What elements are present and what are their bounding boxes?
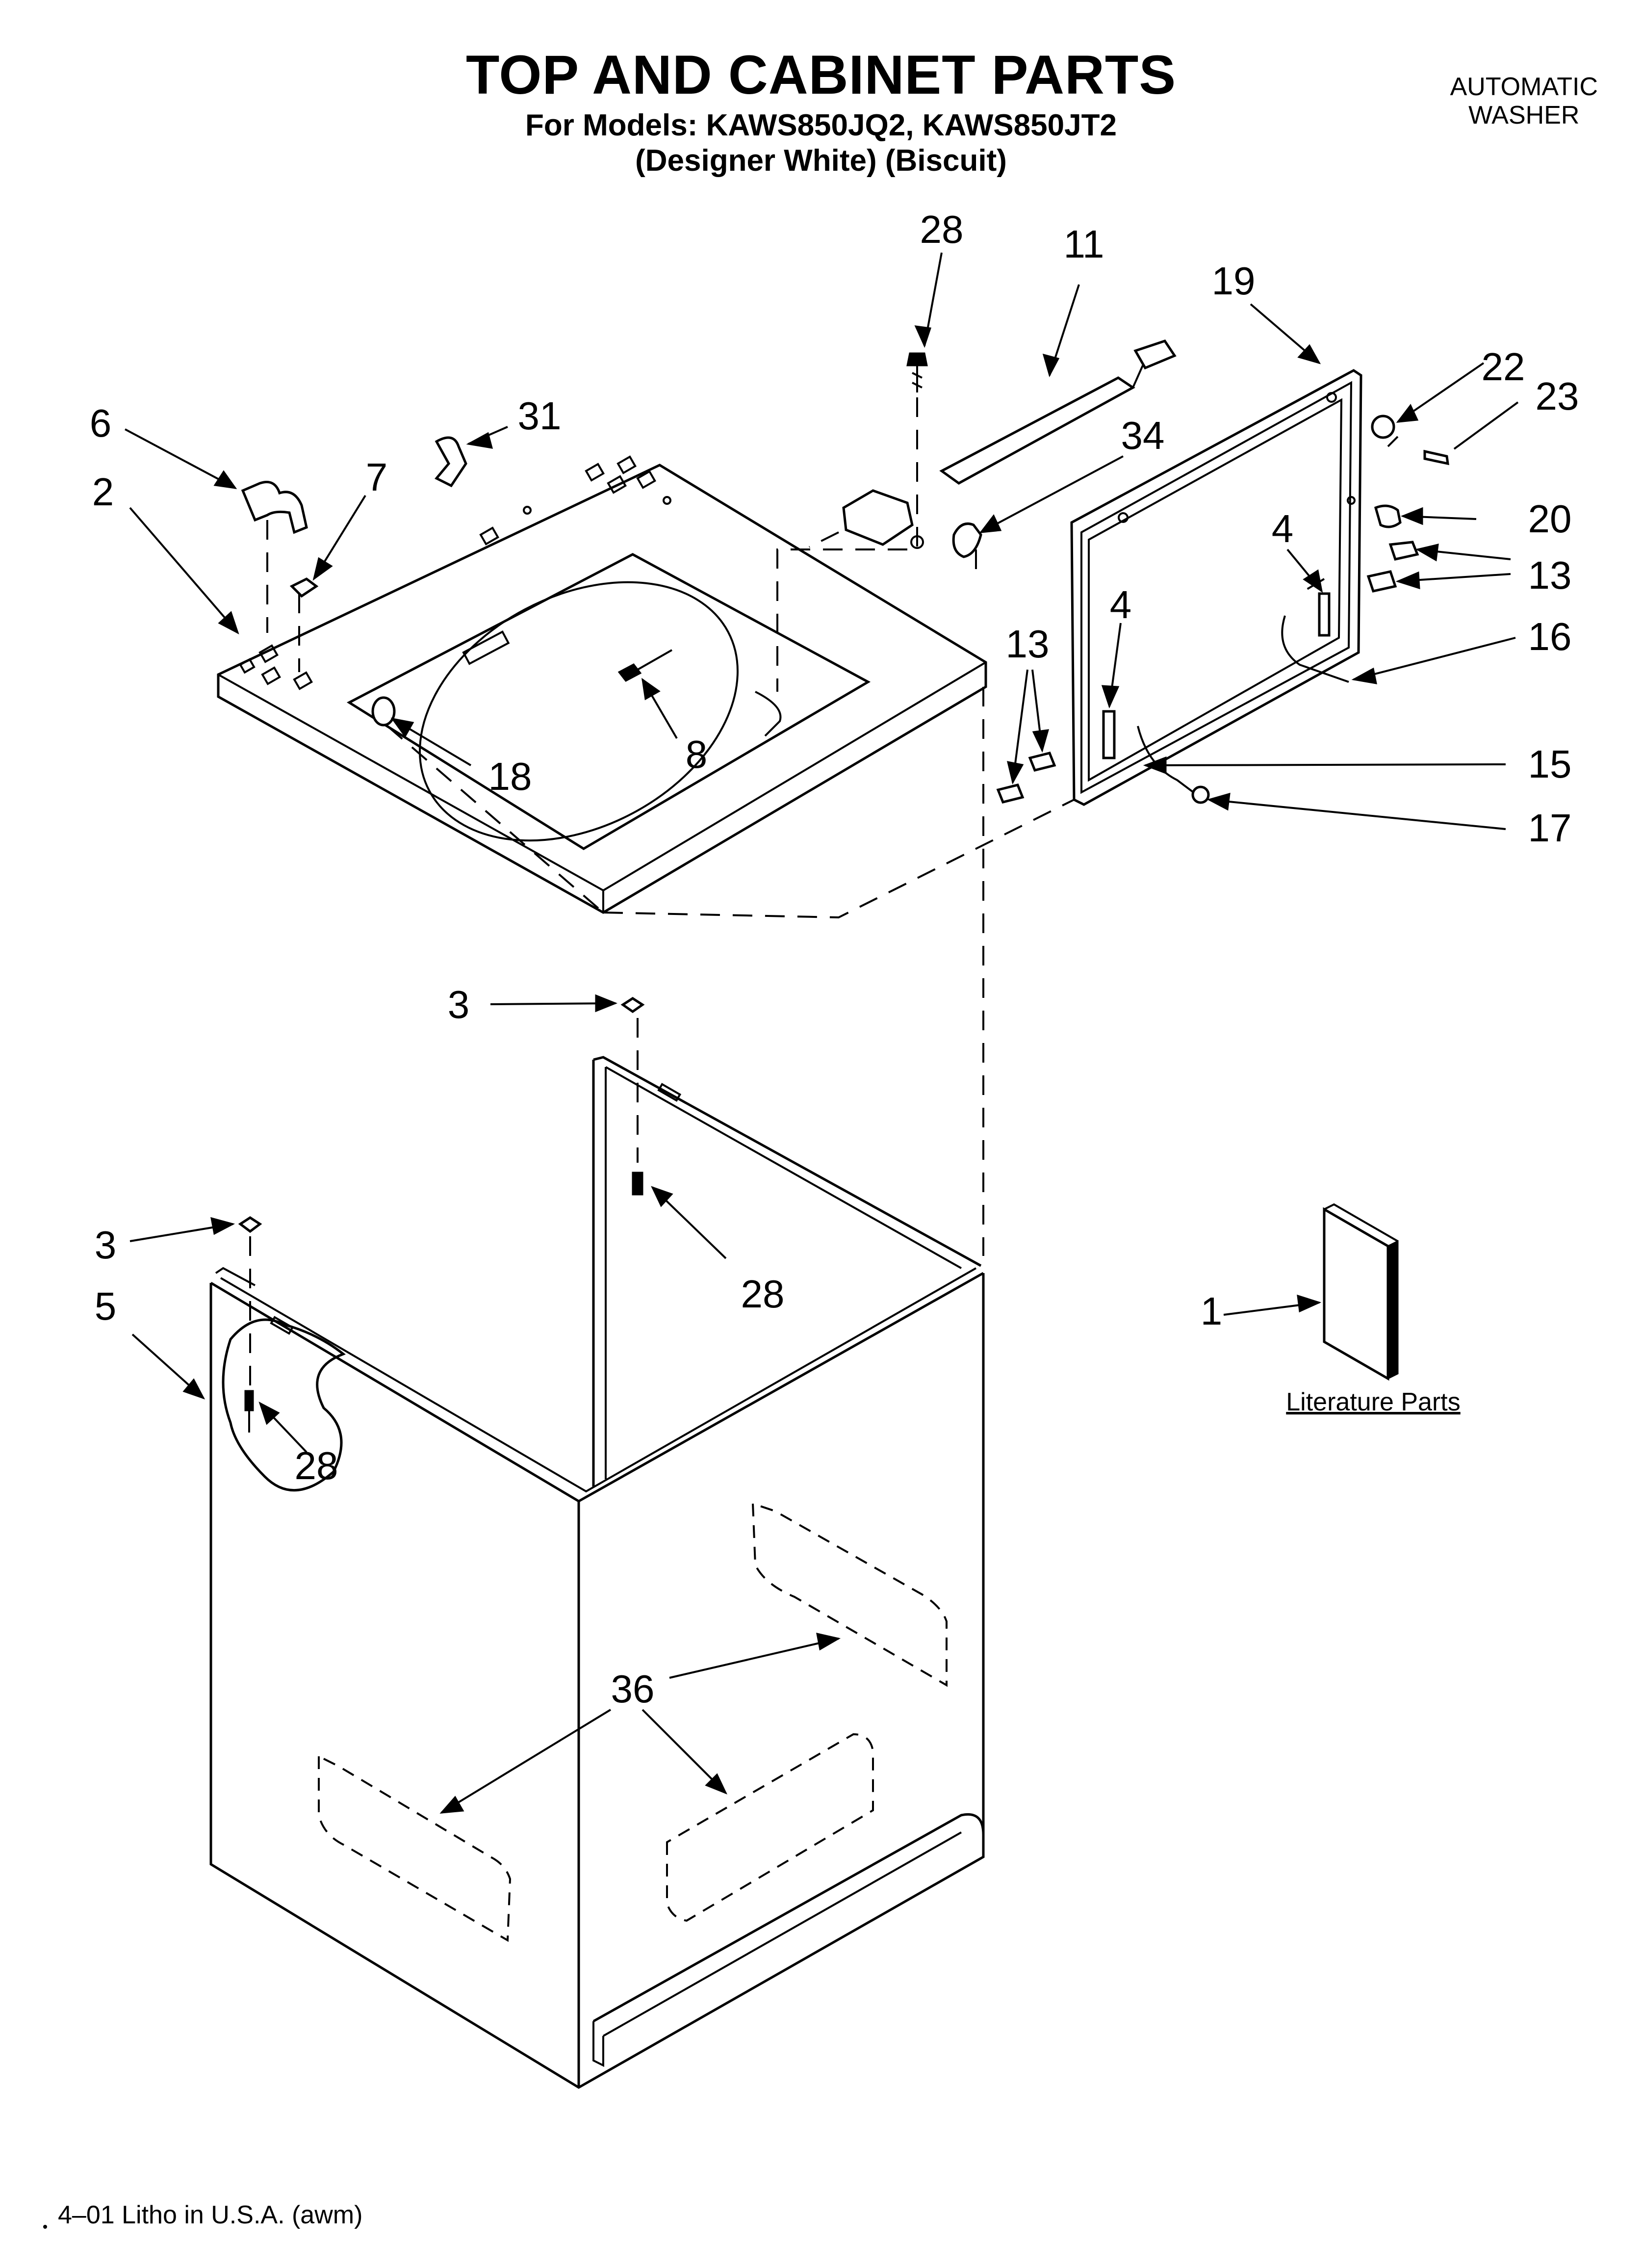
part-4-clip-right xyxy=(1318,592,1331,637)
callout-4-left: 4 xyxy=(1110,583,1132,626)
callout-19: 19 xyxy=(1212,259,1256,303)
part-7-clip xyxy=(289,577,319,598)
part-17-nut xyxy=(1191,785,1210,804)
callout-3-upper: 3 xyxy=(448,983,470,1026)
part-20-knob xyxy=(1374,504,1402,528)
callout-3-lower: 3 xyxy=(95,1223,117,1267)
literature-booklet xyxy=(1323,1203,1399,1381)
console-frame xyxy=(1070,369,1362,806)
page-title: TOP AND CABINET PARTS xyxy=(465,44,1177,105)
callout-23: 23 xyxy=(1536,374,1579,418)
part-31-clip xyxy=(435,436,467,488)
callout-28-mid: 28 xyxy=(741,1272,785,1316)
category-line-1: AUTOMATIC xyxy=(1450,73,1598,101)
part-13-screw-right-a xyxy=(1388,541,1419,561)
literature-parts-label: Literature Parts xyxy=(1286,1388,1461,1416)
part-23-pin xyxy=(1423,449,1449,466)
callout-31: 31 xyxy=(518,394,562,438)
callout-22: 22 xyxy=(1482,345,1525,389)
colors-line: (Designer White) (Biscuit) xyxy=(635,144,1007,178)
part-3-clip-upper xyxy=(620,997,645,1014)
callout-5: 5 xyxy=(95,1284,117,1328)
callout-6: 6 xyxy=(90,401,112,445)
callout-2: 2 xyxy=(92,470,114,514)
callout-36: 36 xyxy=(611,1667,655,1711)
part-4-clip-left xyxy=(1102,710,1116,759)
callout-4-right: 4 xyxy=(1272,507,1294,550)
callout-28-low: 28 xyxy=(295,1444,338,1487)
part-6-bracket xyxy=(241,481,308,534)
callout-numbers: 28 11 19 22 23 34 20 4 13 16 13 4 15 17 … xyxy=(90,208,1579,1711)
part-22-washer xyxy=(1371,415,1395,439)
callout-28-top: 28 xyxy=(920,208,964,251)
part-13-screw-right-b xyxy=(1366,570,1397,593)
part-13-screw-left-a xyxy=(1028,752,1056,772)
part-13-screw-left-b xyxy=(996,783,1025,804)
part-28-screw-top xyxy=(906,352,928,366)
callout-11: 11 xyxy=(1063,222,1104,266)
leader-lines xyxy=(125,252,1519,1814)
cabinet xyxy=(209,1056,985,2089)
top-panel xyxy=(217,455,987,914)
category-line-2: WASHER xyxy=(1468,101,1580,130)
callout-17: 17 xyxy=(1528,806,1572,850)
callout-18: 18 xyxy=(488,755,532,798)
appliance-category: AUTOMATIC WASHER xyxy=(1450,73,1598,130)
callout-34: 34 xyxy=(1121,414,1165,457)
callout-15: 15 xyxy=(1528,742,1572,786)
leader-arrowheads xyxy=(182,325,1439,1814)
part-34-cap xyxy=(952,522,982,558)
part-16-wire xyxy=(1281,615,1349,683)
insulation-pads xyxy=(318,1502,948,1942)
models-line: For Models: KAWS850JQ2, KAWS850JT2 xyxy=(525,108,1117,142)
callout-20: 20 xyxy=(1528,497,1572,541)
callout-13-right: 13 xyxy=(1528,553,1572,597)
callout-13-left: 13 xyxy=(1006,622,1050,666)
footer-bullet xyxy=(43,2225,47,2229)
part-28-screw-mid xyxy=(632,1172,643,1196)
callout-16: 16 xyxy=(1528,615,1572,658)
switch-assembly xyxy=(842,489,914,546)
callout-7: 7 xyxy=(366,455,388,499)
assembly-lines xyxy=(249,397,1399,1388)
footer-print-info: 4–01 Litho in U.S.A. (awm) xyxy=(58,2201,363,2229)
callout-8: 8 xyxy=(686,732,708,776)
part-3-clip-lower xyxy=(238,1216,262,1233)
callout-1: 1 xyxy=(1201,1289,1223,1333)
